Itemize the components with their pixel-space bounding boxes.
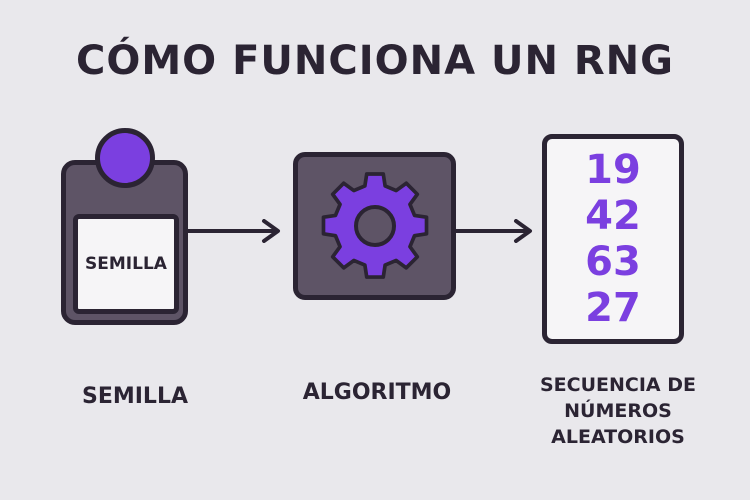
seed-caption: SEMILLA — [81, 384, 188, 409]
sequence-caption-line: ALEATORIOS — [551, 426, 685, 448]
gear-icon — [321, 172, 429, 279]
sequence-number: 42 — [585, 193, 641, 239]
arrow-right-icon — [188, 219, 280, 243]
sequence-number: 19 — [585, 147, 641, 193]
sequence-caption: SECUENCIA DE NÚMEROS ALEATORIOS — [518, 372, 718, 450]
sequence-box: 19 42 63 27 — [542, 134, 684, 344]
sequence-number: 63 — [585, 239, 641, 285]
sequence-caption-line: SECUENCIA DE — [540, 374, 696, 396]
seed-card-label: SEMILLA — [73, 214, 179, 314]
sequence-caption-line: NÚMEROS — [564, 400, 672, 422]
diagram-title: CÓMO FUNCIONA UN RNG — [76, 38, 674, 84]
seed-circle-icon — [95, 128, 155, 188]
algorithm-caption: ALGORITMO — [302, 380, 452, 405]
sequence-number: 27 — [585, 285, 641, 331]
arrow-right-icon — [456, 219, 532, 243]
